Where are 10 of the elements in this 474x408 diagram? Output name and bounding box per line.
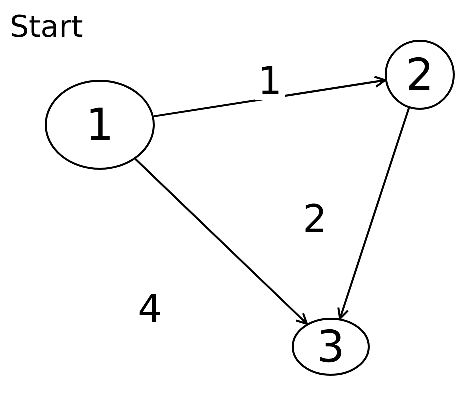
start-label: Start xyxy=(10,10,84,45)
node-ellipse xyxy=(292,318,370,376)
arrow xyxy=(154,76,386,118)
node-number: 3 xyxy=(317,322,345,372)
node-ellipse xyxy=(45,80,155,170)
arrow xyxy=(134,158,308,326)
node-ellipse xyxy=(385,40,455,110)
node-number: 2 xyxy=(406,50,434,100)
node-number: 1 xyxy=(86,100,114,150)
arrow xyxy=(338,108,410,320)
